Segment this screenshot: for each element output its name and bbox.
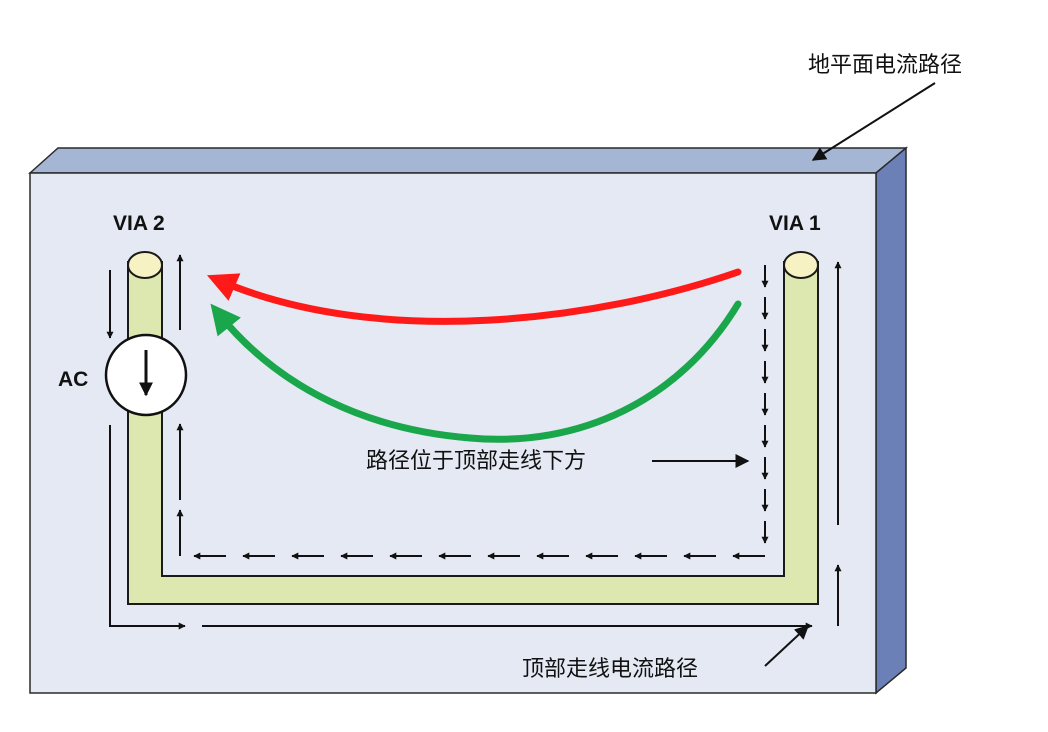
top-trace-path-label: 顶部走线电流路径 [522,657,698,682]
via-2-circle-icon [127,251,163,279]
board-top-edge [28,147,909,174]
via-1-label: VIA 1 [769,212,821,235]
top-trace-pointer-arrow [764,625,810,667]
arrow-bottom-run [109,425,186,630]
ac-source [104,333,188,417]
ac-label: AC [58,368,88,391]
ground-plane-path-label: 地平面电流路径 [808,53,962,78]
via-1-circle-icon [783,251,819,279]
ground-plane-pointer-arrow [811,82,936,161]
under-trace-path-label: 路径位于顶部走线下方 [366,449,586,474]
via-2-label: VIA 2 [113,212,165,235]
board-side-edge [875,146,907,695]
green-return-path [210,300,742,443]
red-return-path [206,268,742,325]
top-trace-current-arrows [106,261,842,630]
under-trace-return-arrows [176,254,769,560]
